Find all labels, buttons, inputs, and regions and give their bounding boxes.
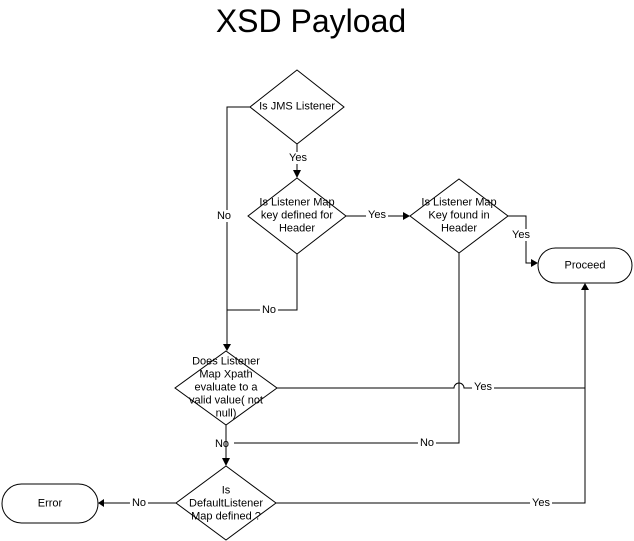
node-label-default-listener-map: Is DefaultListener Map defined ? <box>189 484 263 523</box>
edge-label-xpath-no: No <box>214 438 230 450</box>
node-label-listener-map-key-defined: Is Listener Map key defined for Header <box>259 196 335 235</box>
edge-default-map-yes <box>276 290 586 504</box>
edge-label-key-defined-yes: Yes <box>366 209 388 221</box>
edge-label-key-found-no: No <box>417 437 437 449</box>
decision-is-jms-listener <box>249 69 345 145</box>
decision-listener-map-key-defined <box>247 177 347 255</box>
edge-key-found-no <box>234 253 460 444</box>
arrowhead-into-key-defined <box>293 170 301 178</box>
edge-label-jms-listener-yes: Yes <box>287 152 309 164</box>
arrowhead-into-proceed-bottom <box>581 283 589 290</box>
terminator-error <box>1 483 99 524</box>
arrowhead-into-error <box>98 499 104 507</box>
diagram-title: XSD Payload <box>215 3 407 39</box>
edge-key-defined-no <box>227 254 298 311</box>
node-label-proceed: Proceed <box>564 259 606 272</box>
edge-jms-listener-no <box>226 106 250 344</box>
node-label-listener-map-key-found: Is Listener Map Key found in Header <box>421 196 497 235</box>
edge-label-default-map-yes: Yes <box>530 497 552 509</box>
edge-label-key-defined-no: No <box>259 304 279 316</box>
edge-label-default-map-no: No <box>129 497 149 509</box>
edge-label-xpath-yes: Yes <box>472 381 494 393</box>
edge-label-key-found-yes: Yes <box>510 229 532 241</box>
edge-label-jms-listener-no: No <box>214 210 234 222</box>
node-label-error: Error <box>37 497 63 510</box>
arrowhead-into-proceed-left <box>531 259 538 267</box>
decision-listener-map-xpath <box>174 350 278 426</box>
arrowhead-into-default-map <box>222 458 230 466</box>
arrowhead-into-xpath <box>223 344 231 351</box>
node-label-is-jms-listener: Is JMS Listener <box>259 100 335 113</box>
decision-default-listener-map <box>175 465 277 541</box>
node-label-listener-map-xpath: Does Listener Map Xpath evaluate to a va… <box>189 355 263 420</box>
decision-listener-map-key-found <box>409 178 509 254</box>
arrowhead-into-key-found <box>403 212 410 220</box>
edge-xpath-yes <box>277 382 585 389</box>
